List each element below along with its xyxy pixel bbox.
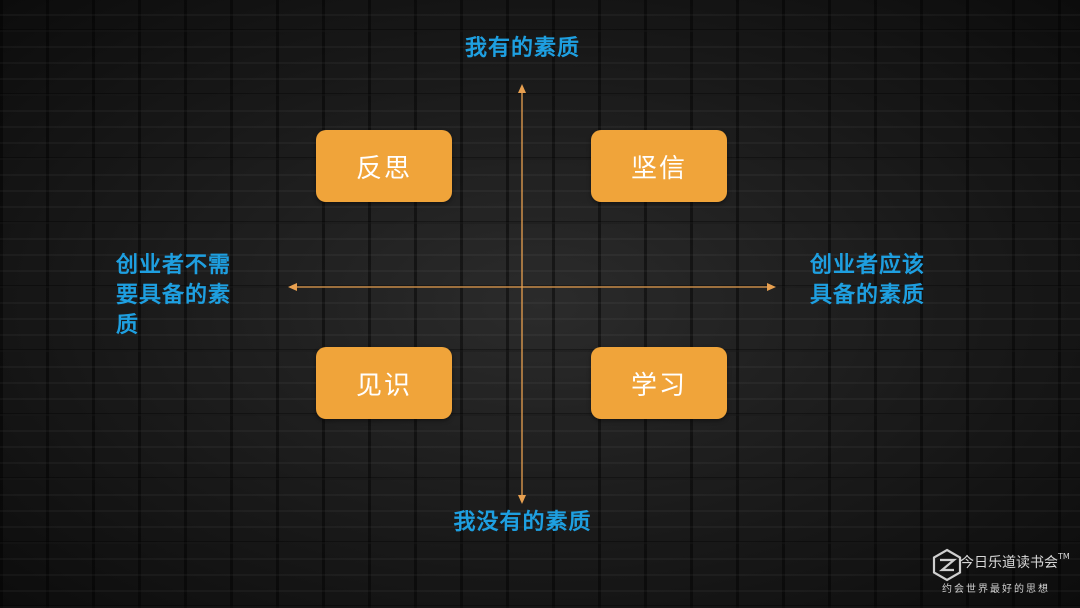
logo-name: 今日乐道读书会TM [960, 552, 1070, 572]
arrow-down-icon [518, 495, 526, 504]
arrow-left-icon [288, 283, 297, 291]
axis-label-top: 我有的素质 [464, 36, 580, 61]
quadrant-box-bottom-right: 学习 [591, 347, 727, 419]
quadrant-box-top-right: 坚信 [591, 130, 727, 202]
logo-name-text: 今日乐道读书会 [960, 555, 1058, 571]
axis-label-left: 创业者不需 要具备的素 质 [116, 253, 232, 338]
brand-logo: 今日乐道读书会TM 约会世界最好的思想 [930, 546, 1070, 598]
axis-label-bottom: 我没有的素质 [453, 510, 592, 535]
quadrant-box-top-left: 反思 [316, 130, 452, 202]
logo-tm: TM [1058, 552, 1070, 561]
axis-label-right: 创业者应该 具备的素质 [810, 253, 926, 308]
quadrant-box-bottom-left: 见识 [316, 347, 452, 419]
logo-mark-icon [932, 548, 962, 582]
arrow-right-icon [767, 283, 776, 291]
logo-slogan: 约会世界最好的思想 [942, 584, 1050, 595]
arrow-up-icon [518, 84, 526, 93]
